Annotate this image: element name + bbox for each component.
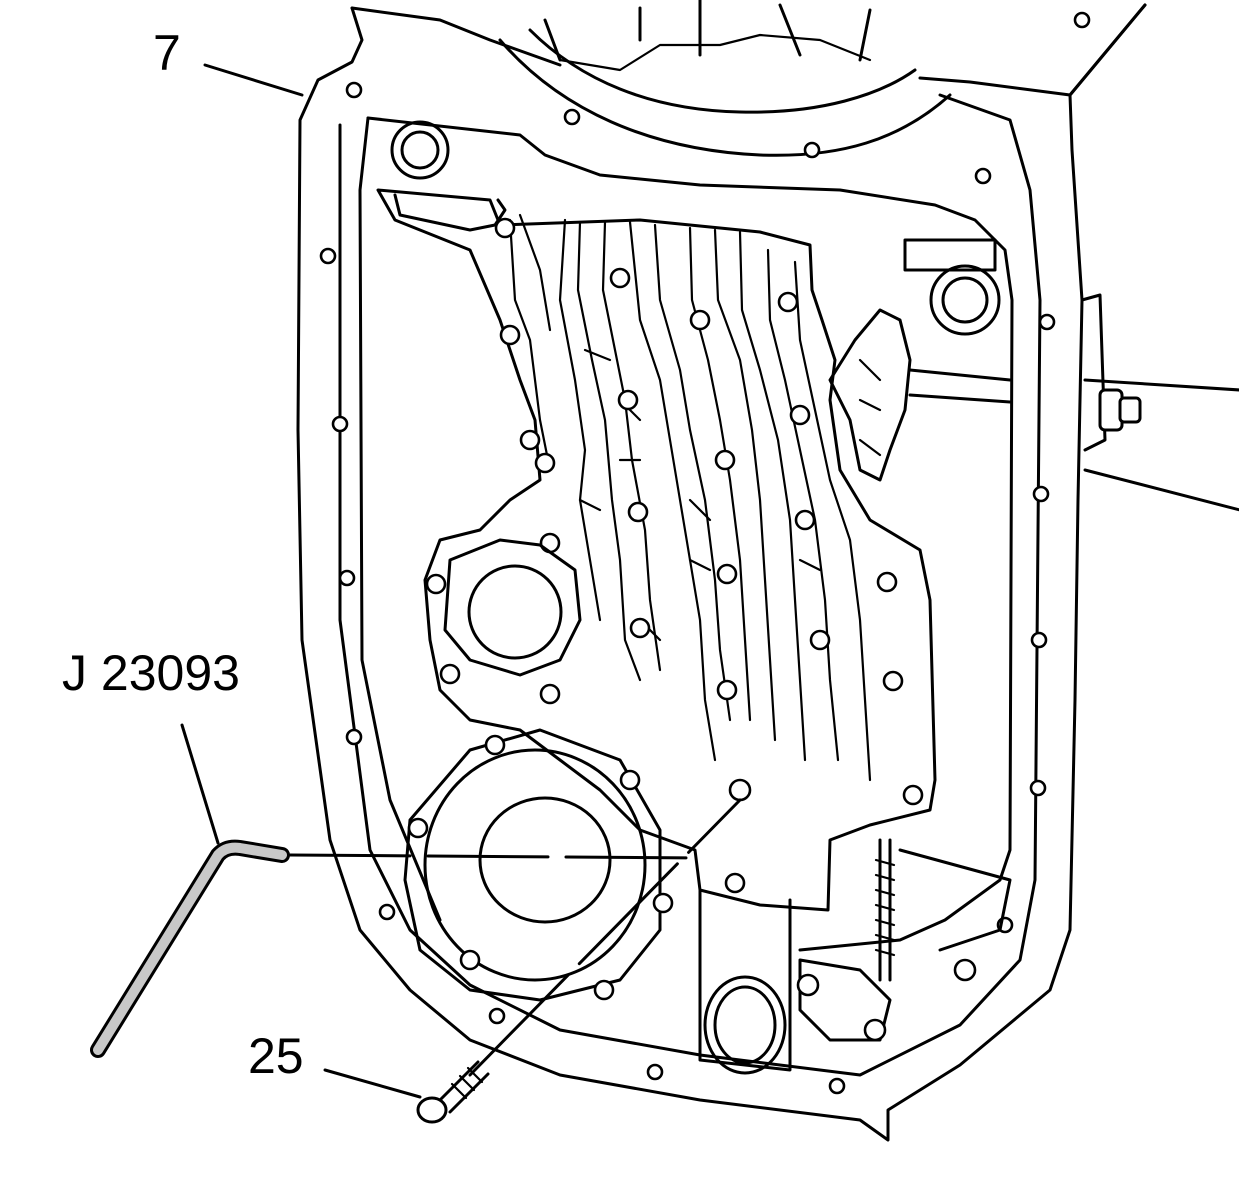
callout-bolt-label: 25 <box>248 1028 304 1084</box>
tool-hex-wrench <box>90 839 702 1058</box>
leader-tool <box>180 723 220 845</box>
callout-tool-label: J 23093 <box>62 645 240 701</box>
manual-detent-lever <box>828 238 1012 482</box>
filter-neck <box>698 888 792 1075</box>
pan-rail-bolt-holes <box>319 11 1091 1095</box>
transmission-case <box>296 0 1239 1142</box>
leader-lines <box>180 63 422 1099</box>
bolt <box>416 798 742 1124</box>
valve-body <box>376 188 937 912</box>
detent-spring-linkage <box>796 838 1012 1042</box>
case-bore-upper-left <box>390 120 450 180</box>
callout-case-label: 7 <box>153 25 181 81</box>
servo-cover <box>403 728 674 1002</box>
leader-case <box>203 63 304 97</box>
leader-bolt <box>323 1068 422 1099</box>
